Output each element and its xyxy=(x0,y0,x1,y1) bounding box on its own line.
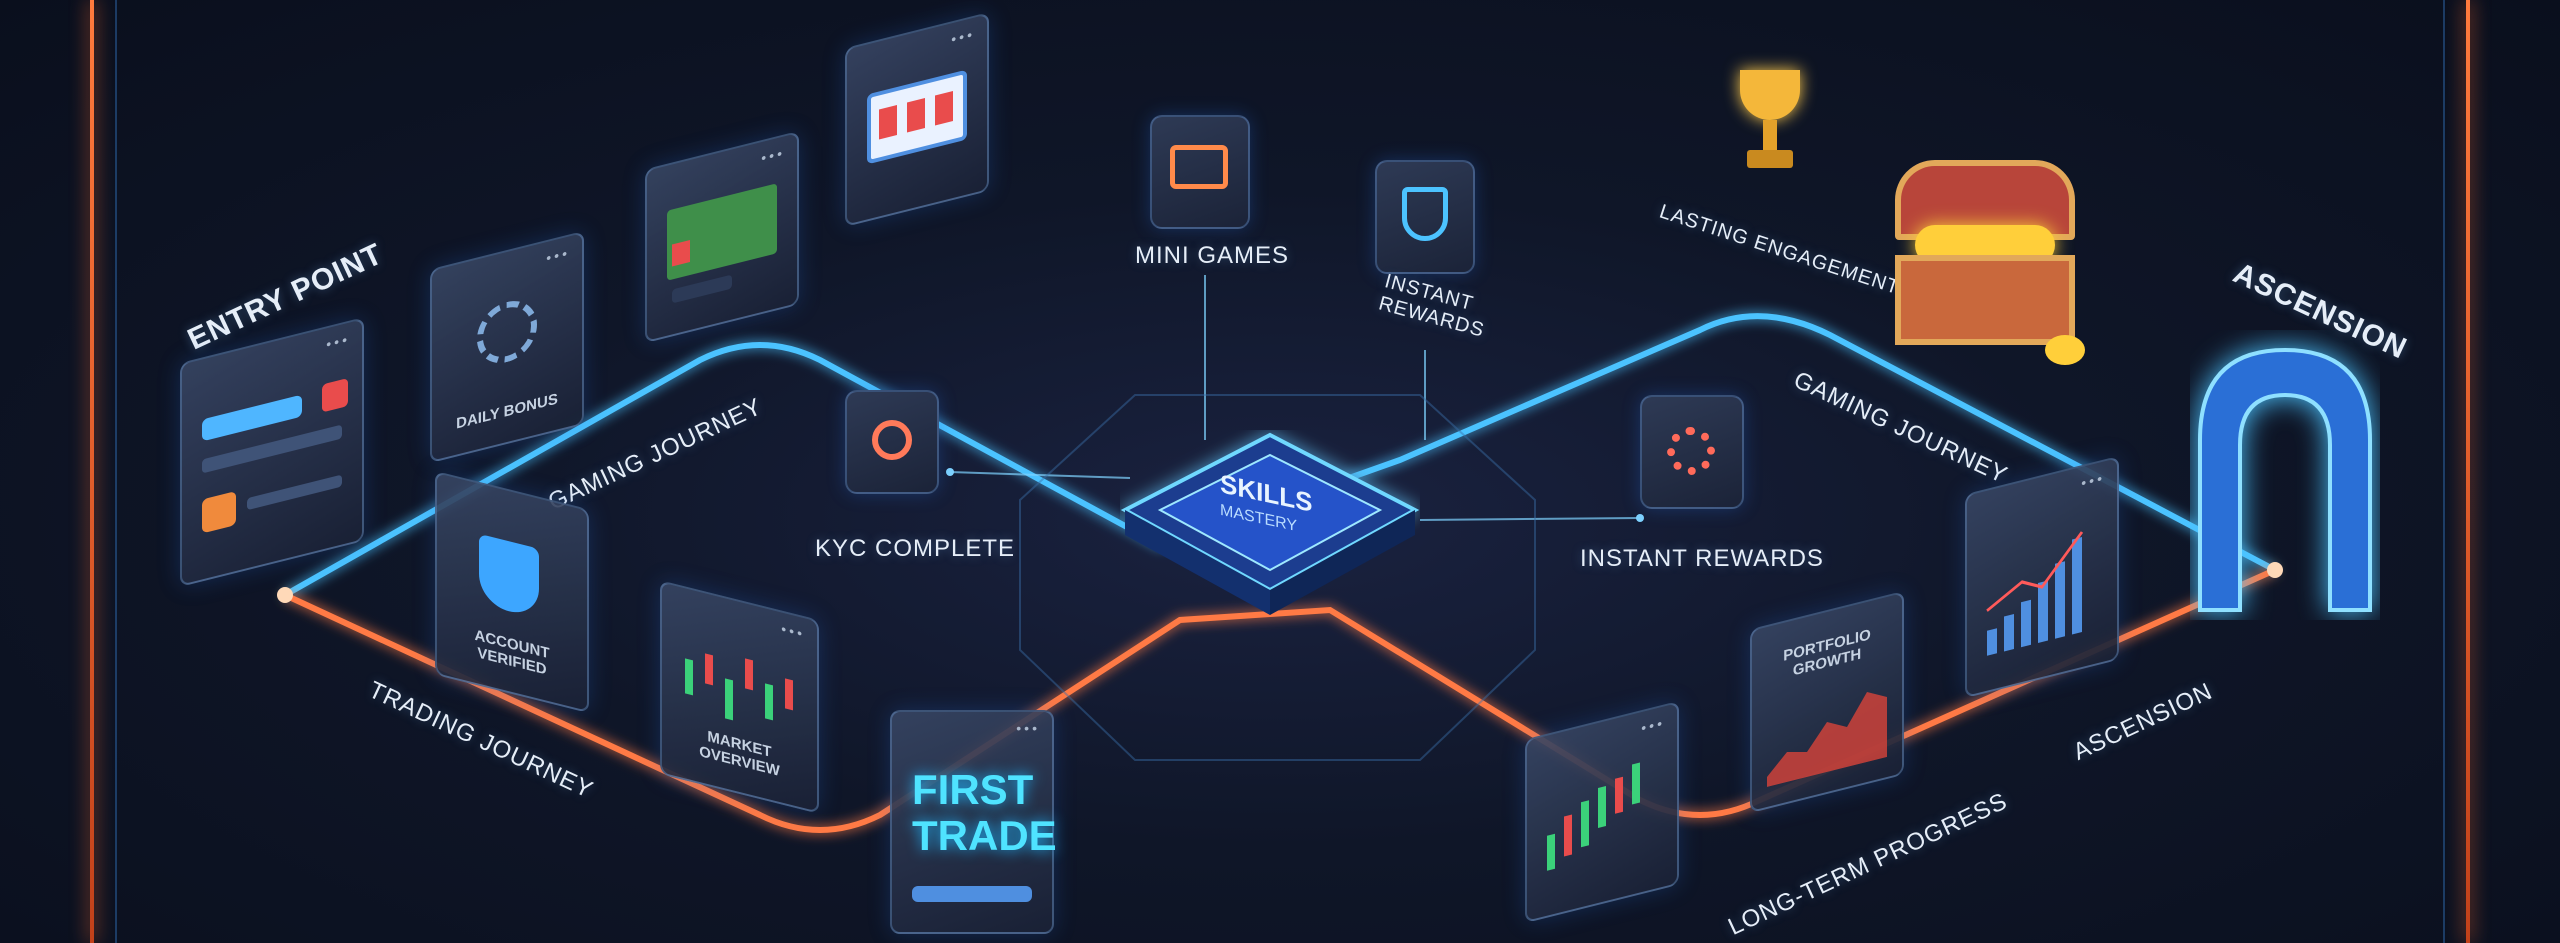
instant-rewards-right-tile[interactable] xyxy=(1640,395,1744,509)
poker-chip-icon xyxy=(477,294,537,370)
login-button-icon xyxy=(322,378,348,413)
area-chart-card[interactable]: PORTFOLIO GROWTH xyxy=(1750,590,1904,814)
slot-machine-card[interactable]: ••• xyxy=(845,12,989,227)
account-verified-caption: ACCOUNT VERIFIED xyxy=(474,626,550,679)
first-trade-card[interactable]: ••• FIRST TRADE xyxy=(890,710,1057,934)
mini-games-tile[interactable] xyxy=(1150,115,1250,229)
daily-bonus-card[interactable]: ••• DAILY BONUS xyxy=(430,230,584,464)
shield-icon xyxy=(479,533,539,619)
frame-left xyxy=(90,0,94,943)
bar-line xyxy=(247,474,342,511)
shield-badge-icon xyxy=(1402,187,1448,241)
candle-chart-card[interactable]: ••• xyxy=(1525,700,1679,924)
trading-journey-path xyxy=(283,567,2277,833)
arcade-button-icon xyxy=(672,239,690,267)
arcade-icon xyxy=(1170,145,1228,189)
arcade-screen-icon xyxy=(667,183,777,281)
path-start-node xyxy=(277,587,293,603)
first-trade-text: FIRST TRADE xyxy=(912,766,1057,860)
portfolio-growth-card[interactable]: ••• xyxy=(1965,455,2119,699)
slot-machine-icon xyxy=(867,69,967,165)
arch-gate-icon[interactable] xyxy=(2190,330,2380,620)
frame-left-inner xyxy=(115,0,117,943)
trophy-icon xyxy=(1735,70,1805,180)
instant-rewards-right-label: INSTANT REWARDS xyxy=(1580,545,1824,572)
market-overview-card[interactable]: ••• MARKET OVERVIEW xyxy=(660,580,819,814)
entry-point-card[interactable]: ••• xyxy=(180,317,364,587)
badge-icon xyxy=(872,420,912,460)
instant-rewards-top-tile[interactable] xyxy=(1375,160,1475,274)
first-trade-button[interactable] xyxy=(912,886,1032,902)
candle-chart-icon xyxy=(1547,762,1640,871)
bar-chart-icon xyxy=(1986,531,2084,656)
frame-right-inner xyxy=(2443,0,2445,943)
login-field xyxy=(202,394,302,442)
path-end-node xyxy=(2267,562,2283,578)
treasure-chest-icon xyxy=(1895,160,2085,370)
area-chart-icon xyxy=(1767,692,1887,787)
account-verified-card[interactable]: ACCOUNT VERIFIED xyxy=(435,470,589,714)
candlestick-chart-icon xyxy=(685,653,793,721)
kyc-complete-label: KYC COMPLETE xyxy=(815,535,1016,562)
skills-mastery-hub[interactable]: SKILLS MASTERY xyxy=(1120,430,1420,620)
daily-bonus-caption: DAILY BONUS xyxy=(456,390,558,433)
card-menu-icon: ••• xyxy=(326,330,350,353)
kyc-complete-tile[interactable] xyxy=(845,390,939,494)
coins-icon xyxy=(202,490,236,534)
mini-games-label: MINI GAMES xyxy=(1135,242,1290,269)
gear-reward-icon xyxy=(1667,427,1715,475)
frame-right xyxy=(2466,0,2470,943)
